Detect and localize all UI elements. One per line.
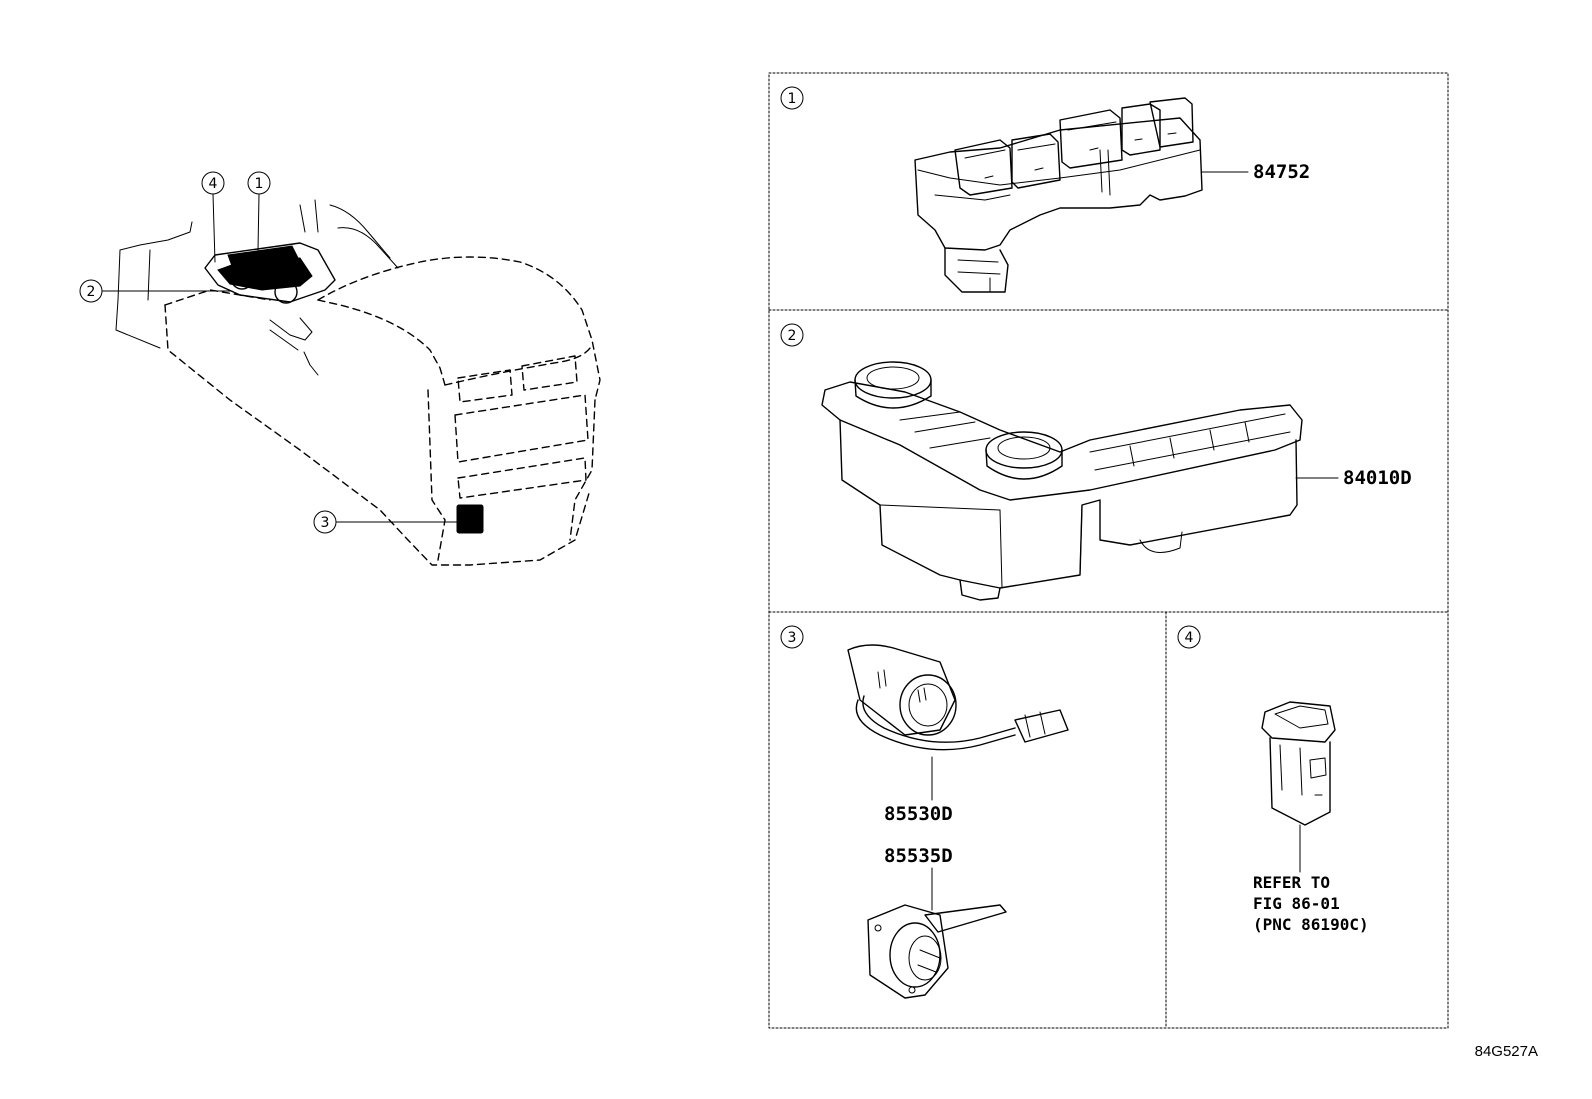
refer-note-line-2: FIG 86-01 xyxy=(1253,894,1340,913)
callout-1-number: 1 xyxy=(255,176,264,192)
refer-note-line-3: (PNC 86190C) xyxy=(1253,915,1369,934)
callout-2-number: 2 xyxy=(87,284,96,300)
detail-frame xyxy=(768,72,1449,1029)
panel-1-number: 1 xyxy=(788,91,797,107)
callout-1-overview: 1 xyxy=(247,171,271,251)
callout-4-number: 4 xyxy=(209,176,218,192)
panel-3-number: 3 xyxy=(788,630,797,646)
outlet-cover-85535D-drawing xyxy=(867,904,1007,999)
panel-4-number: 4 xyxy=(1185,630,1194,646)
panel-3: 3 85530D 85535D xyxy=(780,625,1069,999)
callout-3-number: 3 xyxy=(321,515,330,531)
socket-85530D-drawing xyxy=(847,644,1069,751)
panel-1: 1 84752 xyxy=(780,86,1310,293)
part-number-85535D: 85535D xyxy=(884,845,953,867)
panel-2-number: 2 xyxy=(788,328,797,344)
part-number-84752: 84752 xyxy=(1253,161,1310,183)
console-overview xyxy=(115,199,601,566)
drawing-code: 84G527A xyxy=(1475,1043,1538,1060)
control-panel-84010D-drawing xyxy=(821,361,1303,601)
switch-block-84752-drawing xyxy=(914,97,1203,293)
panel-4: 4 REFER TO FIG 86-01 (PNC 86190C) xyxy=(1177,625,1369,934)
callout-2-overview: 2 xyxy=(79,279,233,303)
part-number-85530D: 85530D xyxy=(884,803,953,825)
part-number-84010D: 84010D xyxy=(1343,467,1412,489)
panel-2: 2 84010D xyxy=(780,323,1412,601)
switch-86190C-drawing xyxy=(1261,701,1336,826)
refer-note-line-1: REFER TO xyxy=(1253,873,1330,892)
callout-4-overview: 4 xyxy=(201,171,225,263)
callout-3-overview: 3 xyxy=(313,510,459,534)
